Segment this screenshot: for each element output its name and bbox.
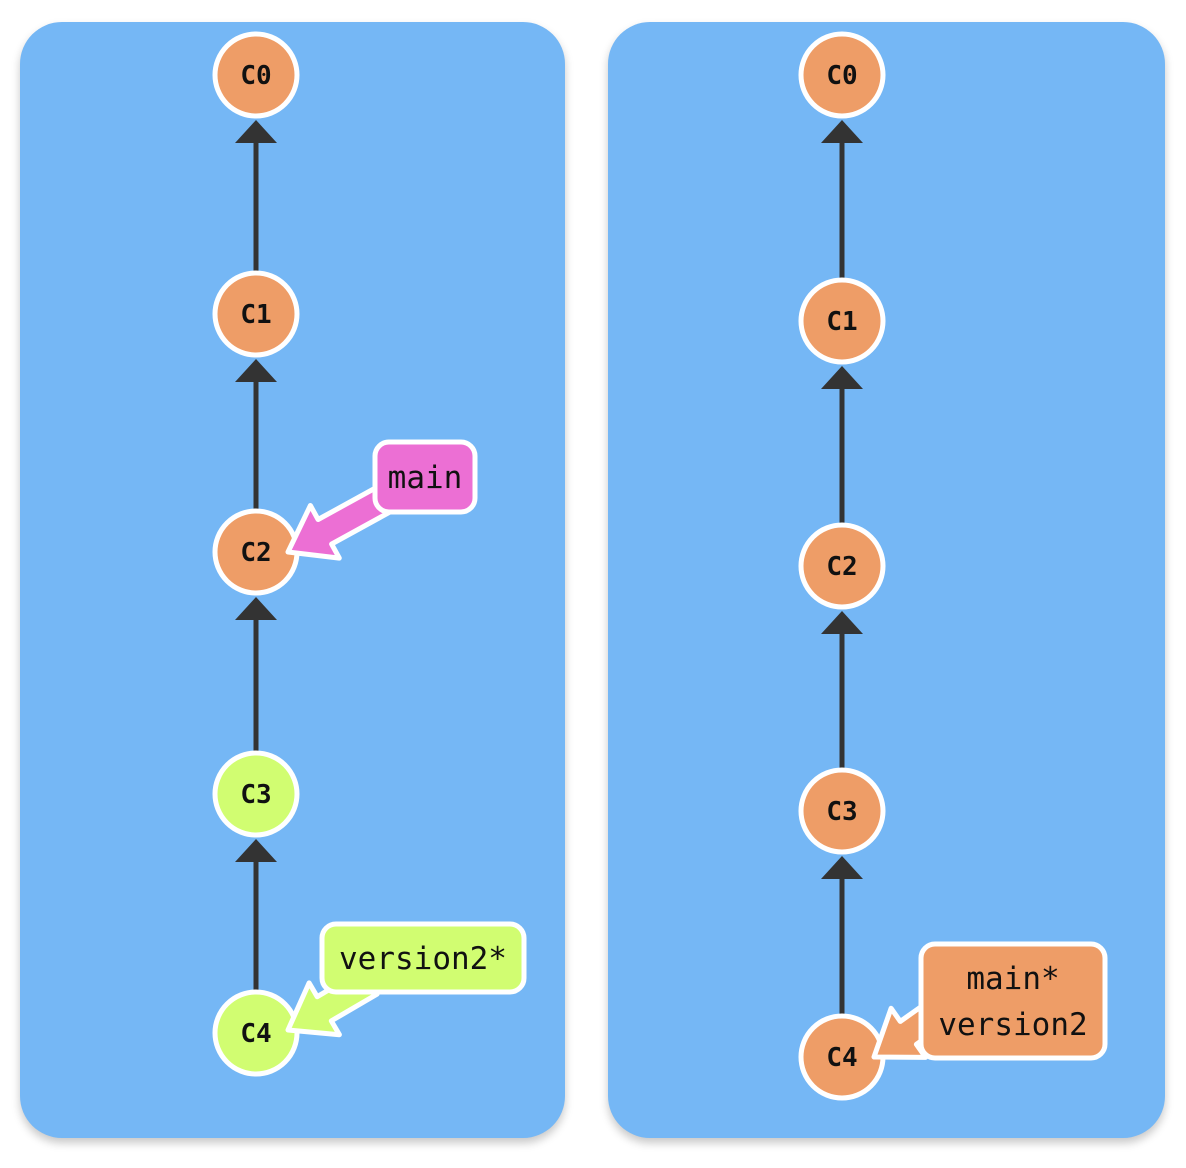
commit-c1[interactable]: C1	[212, 270, 300, 358]
commit-node	[798, 277, 886, 365]
branch-label-version2[interactable]: version2*	[285, 921, 527, 1038]
commit-label: C4	[826, 1043, 857, 1073]
commit-node	[798, 31, 886, 119]
commit-label: C2	[240, 538, 271, 568]
commit-c0[interactable]: C0	[212, 31, 300, 119]
arrowhead-C2-to-C1	[235, 359, 277, 382]
commit-c2[interactable]: C2	[212, 508, 300, 596]
commit-c2[interactable]: C2	[798, 522, 886, 610]
commit-c3[interactable]: C3	[798, 767, 886, 855]
branch-name: version2*	[339, 941, 507, 977]
commit-label: C4	[240, 1019, 271, 1049]
commit-label: C0	[826, 61, 857, 91]
branch-name: main	[388, 460, 463, 496]
commit-node	[212, 750, 300, 838]
arrowhead-C1-to-C0	[235, 120, 277, 143]
branch-tag	[319, 921, 527, 995]
commit-c1[interactable]: C1	[798, 277, 886, 365]
commit-label: C0	[240, 61, 271, 91]
arrowhead-C3-to-C2	[235, 597, 277, 620]
branch-label-main[interactable]: main	[285, 439, 478, 561]
commit-c3[interactable]: C3	[212, 750, 300, 838]
arrowhead-C4-to-C3	[235, 839, 277, 862]
commit-c4[interactable]: C4	[798, 1013, 886, 1101]
branch-label-main-version2[interactable]: main* version2	[871, 941, 1108, 1061]
commit-node	[798, 767, 886, 855]
commit-c4[interactable]: C4	[212, 989, 300, 1077]
commit-label: C3	[826, 797, 857, 827]
commit-node	[212, 270, 300, 358]
commit-node	[212, 31, 300, 119]
commit-label: C2	[826, 552, 857, 582]
commit-node	[798, 522, 886, 610]
branch-name: main*	[966, 961, 1059, 997]
commit-c0[interactable]: C0	[798, 31, 886, 119]
commit-label: C1	[240, 300, 271, 330]
arrowhead-C3-to-C2	[821, 611, 863, 634]
commit-label: C1	[826, 307, 857, 337]
arrowhead-C2-to-C1	[821, 366, 863, 389]
arrowhead-C4-to-C3	[821, 856, 863, 879]
branch-tag	[918, 941, 1108, 1061]
commit-label: C3	[240, 780, 271, 810]
branch-tag	[372, 439, 478, 515]
branch-pointer-arrow	[285, 481, 400, 561]
arrowhead-C1-to-C0	[821, 120, 863, 143]
branch-name: version2	[938, 1007, 1087, 1043]
